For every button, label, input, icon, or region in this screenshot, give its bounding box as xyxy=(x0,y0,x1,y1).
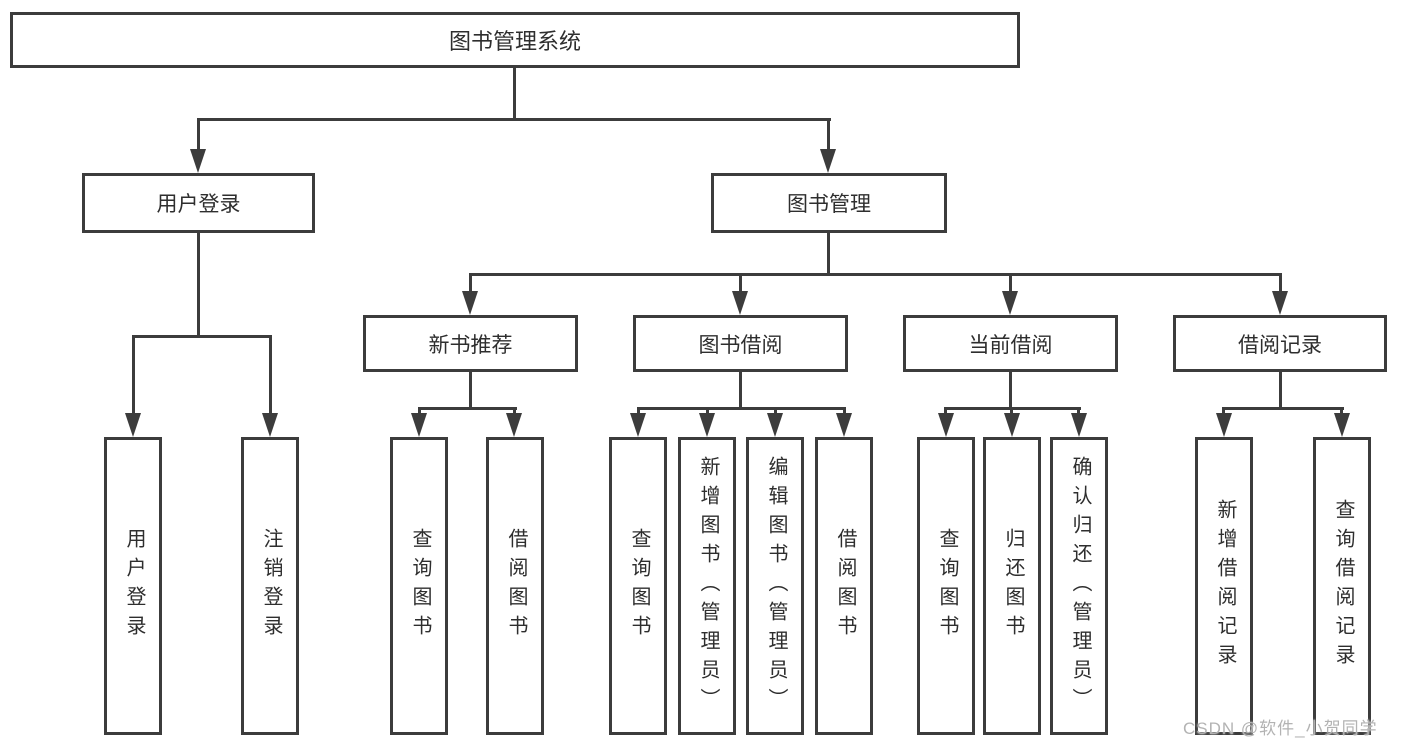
connector-vline xyxy=(774,407,777,417)
connector-vline xyxy=(418,407,421,417)
leaf-borrow-query-books: 查询图书 xyxy=(609,437,667,735)
arrowhead-down-icon xyxy=(411,413,427,437)
connector-vline xyxy=(469,273,472,295)
connector-vline xyxy=(1010,407,1013,417)
connector-hline xyxy=(469,273,1282,276)
node-book-management: 图书管理 xyxy=(711,173,947,233)
node-new-book-recommend: 新书推荐 xyxy=(363,315,578,372)
leaf-current-confirm-return-admin: 确认归还（管理员） xyxy=(1050,437,1108,735)
connector-vline xyxy=(637,407,640,417)
connector-vline xyxy=(1279,372,1282,408)
leaf-borrow-borrow-books: 借阅图书 xyxy=(815,437,873,735)
arrowhead-down-icon xyxy=(262,413,278,437)
leaf-records-query-record: 查询借阅记录 xyxy=(1313,437,1371,735)
connector-vline xyxy=(1279,273,1282,295)
connector-vline xyxy=(197,233,200,335)
connector-vline xyxy=(513,407,516,417)
arrowhead-down-icon xyxy=(1272,291,1288,315)
connector-vline xyxy=(706,407,709,417)
leaf-current-query-books: 查询图书 xyxy=(917,437,975,735)
leaf-rec-borrow-books: 借阅图书 xyxy=(486,437,544,735)
arrowhead-down-icon xyxy=(836,413,852,437)
connector-vline xyxy=(197,118,200,152)
csdn-watermark: CSDN @软件_小贺同学 xyxy=(1183,719,1378,738)
connector-vline xyxy=(1077,407,1080,417)
arrowhead-down-icon xyxy=(1004,413,1020,437)
connector-vline xyxy=(827,233,830,273)
arrowhead-down-icon xyxy=(1071,413,1087,437)
arrowhead-down-icon xyxy=(462,291,478,315)
arrowhead-down-icon xyxy=(1334,413,1350,437)
leaf-current-return-books: 归还图书 xyxy=(983,437,1041,735)
arrowhead-down-icon xyxy=(767,413,783,437)
arrowhead-down-icon xyxy=(506,413,522,437)
arrowhead-down-icon xyxy=(699,413,715,437)
arrowhead-down-icon xyxy=(820,149,836,173)
leaf-rec-query-books: 查询图书 xyxy=(390,437,448,735)
leaf-records-add-record: 新增借阅记录 xyxy=(1195,437,1253,735)
node-current-borrow: 当前借阅 xyxy=(903,315,1118,372)
connector-hline xyxy=(1222,407,1344,410)
connector-vline xyxy=(1222,407,1225,417)
leaf-borrow-add-books-admin: 新增图书（管理员） xyxy=(678,437,736,735)
connector-vline xyxy=(269,335,272,415)
connector-vline xyxy=(944,407,947,417)
node-borrow-records: 借阅记录 xyxy=(1173,315,1387,372)
connector-hline xyxy=(637,407,846,410)
connector-vline xyxy=(739,372,742,408)
connector-vline xyxy=(469,372,472,408)
arrowhead-down-icon xyxy=(630,413,646,437)
connector-vline xyxy=(132,335,135,415)
arrowhead-down-icon xyxy=(732,291,748,315)
connector-vline xyxy=(827,118,830,152)
leaf-borrow-edit-books-admin: 编辑图书（管理员） xyxy=(746,437,804,735)
connector-hline xyxy=(132,335,272,338)
connector-vline xyxy=(1009,273,1012,295)
arrowhead-down-icon xyxy=(1216,413,1232,437)
node-user-login: 用户登录 xyxy=(82,173,315,233)
connector-vline xyxy=(843,407,846,417)
arrowhead-down-icon xyxy=(1002,291,1018,315)
arrowhead-down-icon xyxy=(938,413,954,437)
node-root: 图书管理系统 xyxy=(10,12,1020,68)
connector-vline xyxy=(739,273,742,295)
connector-hline xyxy=(197,118,831,121)
connector-hline xyxy=(418,407,517,410)
node-book-borrow: 图书借阅 xyxy=(633,315,848,372)
arrowhead-down-icon xyxy=(125,413,141,437)
leaf-user-login: 用户登录 xyxy=(104,437,162,735)
leaf-logout-login: 注销登录 xyxy=(241,437,299,735)
arrowhead-down-icon xyxy=(190,149,206,173)
connector-vline xyxy=(1009,372,1012,408)
connector-vline xyxy=(1340,407,1343,417)
connector-vline xyxy=(513,68,516,118)
